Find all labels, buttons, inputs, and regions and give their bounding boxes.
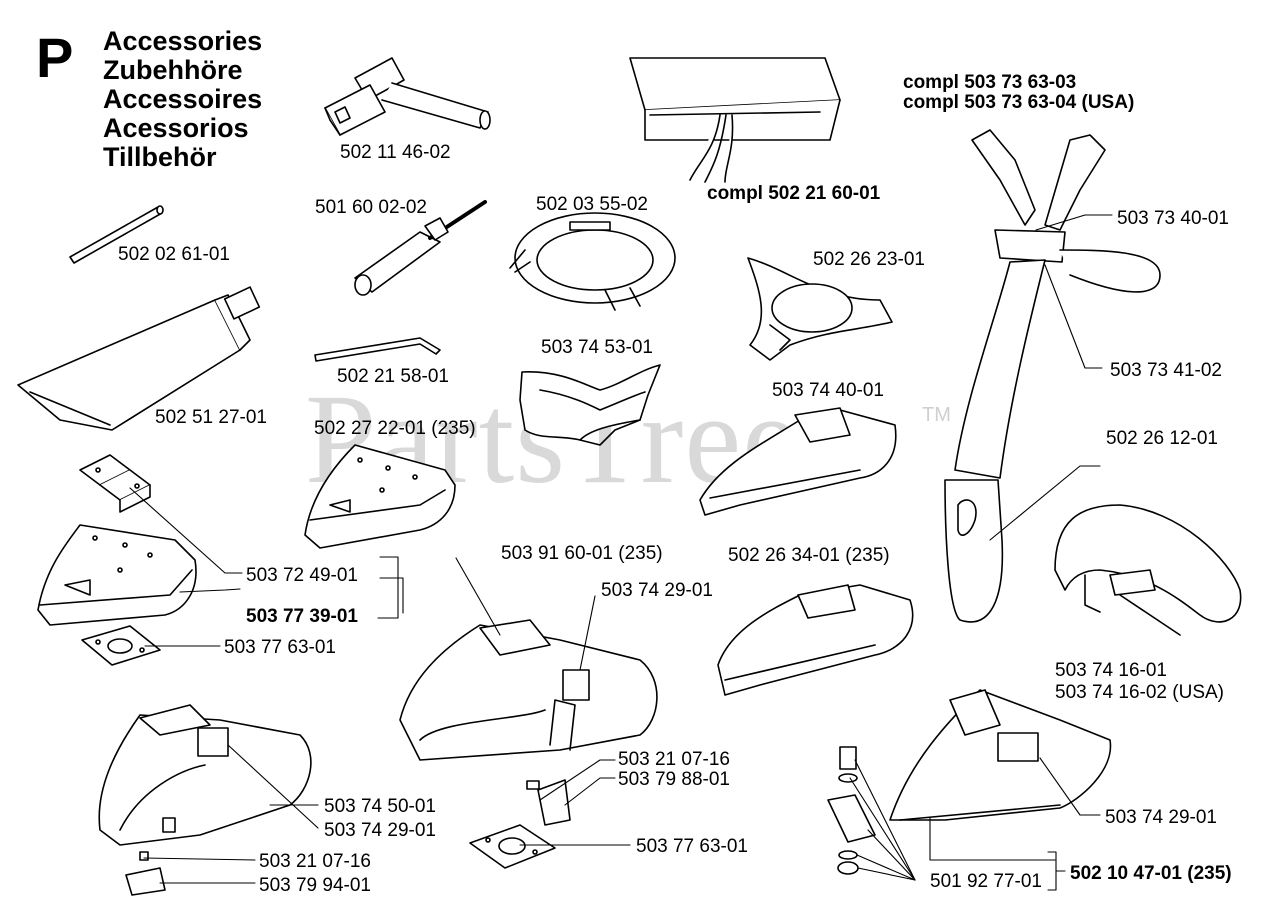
label-guard-left-big: 503 74 50-01 (324, 796, 436, 817)
title-de: Zubehhöre (103, 55, 243, 85)
label-socket-wrench: 502 11 46-02 (340, 142, 451, 163)
label-harness-compl: compl 503 73 63-03 (903, 72, 1077, 93)
harness-bag-drawing (629, 57, 841, 183)
label-plate-left: 503 77 63-01 (224, 637, 336, 658)
label-label-left: 503 74 29-01 (324, 820, 436, 841)
label-guard-big-235: 503 91 60-01 (235) (501, 543, 663, 564)
triangle-plate-drawing (747, 257, 893, 361)
label-screw-left: 503 21 07-16 (259, 851, 371, 872)
label-harness-compl-usa: compl 503 73 63-04 (USA) (903, 92, 1135, 113)
guard-235b-drawing (717, 584, 914, 696)
belt-drawing (1054, 504, 1242, 636)
label-tube: 502 51 27-01 (155, 407, 267, 428)
label-bracket: 503 72 49-01 (246, 565, 358, 586)
label-strap-buckle: 503 73 40-01 (1117, 208, 1229, 229)
label-ring-cover: 502 03 55-02 (536, 194, 648, 215)
plate-center-drawing (469, 824, 556, 869)
leader-lines (129, 214, 1113, 891)
ring-cover-drawing (509, 212, 676, 311)
title-en: Accessories (103, 26, 263, 56)
hardware-drawing (827, 746, 876, 875)
label-clip-left: 503 79 94-01 (259, 875, 371, 896)
guard-small-drawing (699, 407, 897, 516)
guard-right-drawing (889, 689, 1112, 821)
label-rod: 502 02 61-01 (118, 244, 230, 265)
label-hex-key: 502 21 58-01 (337, 366, 449, 387)
screw-left-drawing (125, 851, 166, 896)
label-belt: 503 74 16-01 (1055, 660, 1167, 681)
label-clip-center: 503 79 88-01 (618, 769, 730, 790)
hex-key-drawing (314, 337, 441, 362)
label-guard-small: 503 74 40-01 (772, 380, 884, 401)
label-guard-235a: 502 27 22-01 (235) (314, 418, 476, 439)
label-harness-pad: 503 73 41-02 (1110, 360, 1222, 381)
plate-left-drawing (81, 625, 161, 666)
guard-big-center-drawing (399, 619, 658, 761)
title-fr: Accessoires (103, 84, 263, 114)
title-es: Acessorios (103, 113, 249, 143)
tube-drawing (17, 286, 261, 431)
watermark-trademark: TM (922, 404, 951, 426)
bracket-drawing (79, 454, 151, 513)
label-hip-hook: 502 26 12-01 (1106, 428, 1218, 449)
label-guard-kit: 503 77 39-01 (246, 606, 358, 627)
harness-drawing (944, 129, 1161, 623)
label-belt-usa: 503 74 16-02 (USA) (1055, 682, 1224, 703)
label-guard-235b: 502 26 34-01 (235) (728, 545, 890, 566)
label-label-right: 503 74 29-01 (1105, 807, 1217, 828)
label-screw-center: 503 21 07-16 (618, 749, 730, 770)
clip-center-drawing (526, 779, 571, 826)
label-plate-center: 503 77 63-01 (636, 836, 748, 857)
label-triangle-plate: 502 26 23-01 (813, 249, 925, 270)
guard-left-drawing (37, 524, 197, 626)
title-sv: Tillbehör (103, 142, 217, 172)
label-label-center: 503 74 29-01 (601, 580, 713, 601)
section-letter: P (36, 26, 74, 89)
socket-wrench-drawing (324, 57, 491, 136)
rod-drawing (69, 205, 164, 264)
label-guard-kit-235: 502 10 47-01 (235) (1070, 863, 1232, 884)
label-hardware-set: 501 92 77-01 (930, 871, 1042, 892)
guard-support-drawing (519, 364, 661, 446)
screwdriver-drawing (354, 200, 487, 296)
guard-235a-drawing (304, 444, 456, 549)
guard-left-big-drawing (98, 704, 312, 846)
label-harness-bag: compl 502 21 60-01 (707, 183, 881, 204)
label-guard-support: 503 74 53-01 (541, 337, 653, 358)
label-screwdriver: 501 60 02-02 (315, 197, 427, 218)
